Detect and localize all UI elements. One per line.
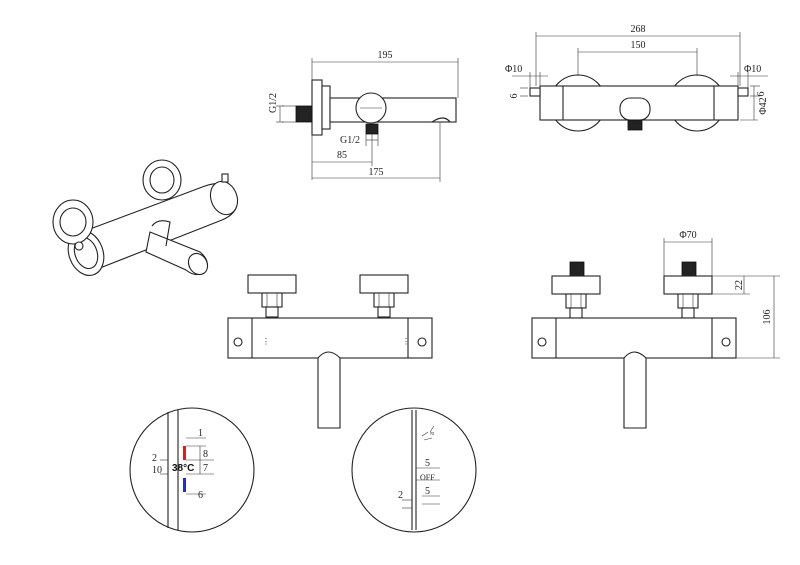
dim-left-pin: Φ10 <box>505 64 522 75</box>
dim-overall-width: 268 <box>631 24 646 35</box>
diverter-off-mark: OFF <box>420 473 435 482</box>
temp-mark: 38°C <box>172 463 194 474</box>
dim-right-offset: 6 <box>756 92 767 97</box>
temp-dim-f: 10 <box>152 465 162 476</box>
temp-dim-d: 6 <box>198 490 203 501</box>
dim-body-diameter: Φ42 <box>758 97 769 114</box>
diverter-dim-c: 2 <box>398 490 403 501</box>
dim-centers: 150 <box>631 40 646 51</box>
svg-text:⋮: ⋮ <box>402 337 410 346</box>
dim-pin-height: 6 <box>509 94 520 99</box>
top-view: 268 150 Φ10 6 Φ10 6 Φ42 <box>505 24 769 132</box>
diverter-dim-b: 5 <box>425 486 430 497</box>
svg-text:≈: ≈ <box>430 429 435 438</box>
svg-text:⋮: ⋮ <box>262 337 270 346</box>
dim-inlet-thread: G1/2 <box>268 93 279 113</box>
dim-outlet-thread: G1/2 <box>340 135 360 146</box>
diverter-dim-a: 5 <box>425 458 430 469</box>
temp-dim-a: 1 <box>198 428 203 439</box>
detail-temperature: 1 8 38°C 7 6 2 10 <box>129 407 255 533</box>
dim-depth: 175 <box>369 167 384 178</box>
rear-view: Φ70 22 106 <box>531 230 780 429</box>
temp-dim-b: 8 <box>203 449 208 460</box>
front-view: ⋮ ⋮ <box>227 274 433 429</box>
dim-total-height: 106 <box>762 310 773 325</box>
dim-flange-diameter: Φ70 <box>679 230 696 241</box>
isometric-view <box>52 159 239 276</box>
detail-diverter: ≈ OFF 5 5 2 <box>351 407 477 533</box>
hot-indicator <box>183 446 186 460</box>
dim-right-pin: Φ10 <box>744 64 761 75</box>
temp-dim-c: 7 <box>203 463 208 474</box>
dim-spout-offset: 85 <box>337 150 347 161</box>
dim-flange-height: 22 <box>734 280 745 290</box>
cold-indicator <box>183 478 186 492</box>
dim-total-length: 195 <box>378 50 393 61</box>
side-view: 195 G1/2 G1/2 85 175 <box>268 50 459 182</box>
temp-dim-e: 2 <box>152 453 157 464</box>
